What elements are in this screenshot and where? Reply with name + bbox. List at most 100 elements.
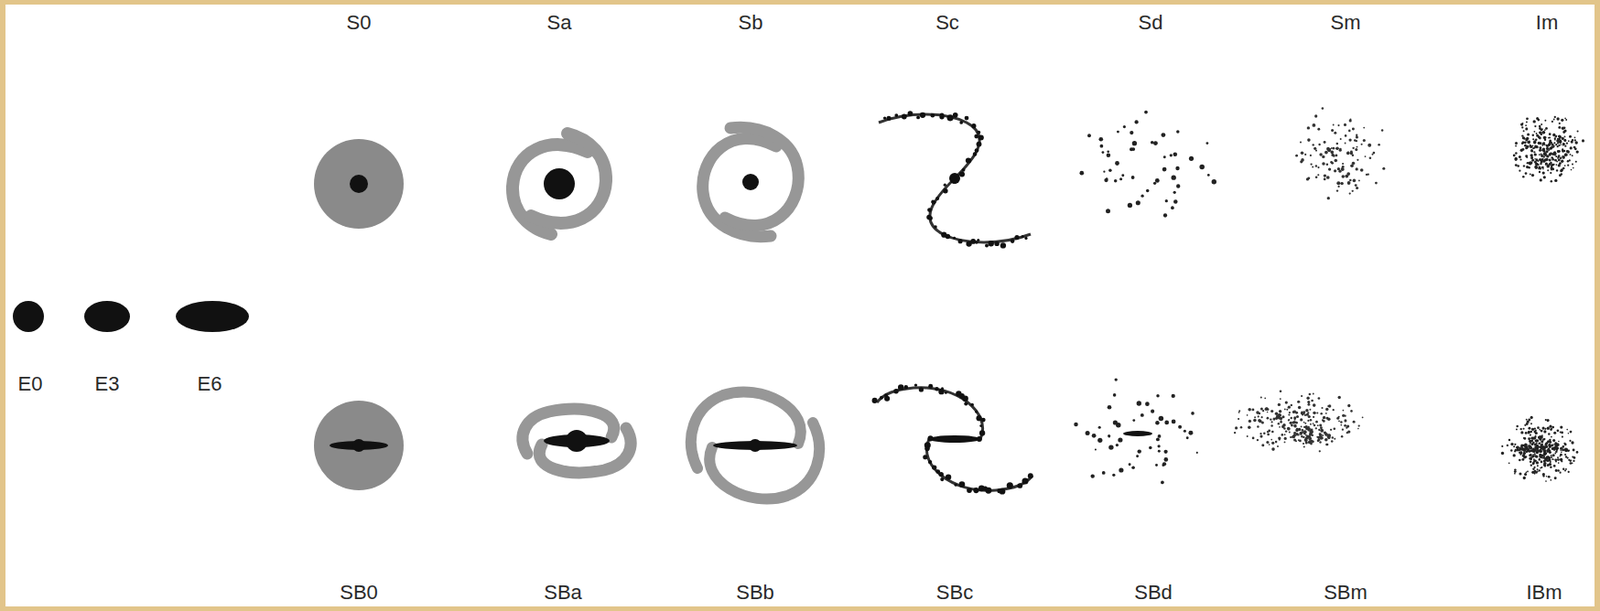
star-dot <box>1309 430 1313 433</box>
star-dot <box>966 158 972 163</box>
star-dot <box>945 234 951 239</box>
star-dot <box>1514 151 1517 154</box>
star-dot <box>1544 464 1546 467</box>
star-dot <box>972 487 979 494</box>
star-dot <box>1094 448 1097 451</box>
star-dot <box>1287 413 1290 416</box>
star-dot <box>1299 140 1302 143</box>
star-dot <box>1535 446 1539 451</box>
star-dot <box>1169 153 1173 157</box>
star-dot <box>1513 154 1516 158</box>
star-dot <box>1540 435 1543 438</box>
star-dot <box>1564 153 1568 157</box>
star-dot <box>1557 126 1561 130</box>
star-dot <box>1314 114 1318 118</box>
type-label: Sc <box>935 11 960 34</box>
star-dot <box>1561 148 1564 151</box>
star-dot <box>1563 142 1566 145</box>
star-dot <box>1271 447 1276 452</box>
star-dot <box>1299 432 1303 436</box>
star-dot <box>1275 441 1278 444</box>
star-dot <box>1539 162 1542 165</box>
star-dot <box>1564 164 1567 167</box>
star-dot <box>1340 182 1343 185</box>
star-dot <box>1264 397 1266 400</box>
star-dot <box>1360 168 1364 173</box>
star-dot <box>1319 412 1323 416</box>
star-dot <box>1293 438 1297 442</box>
spiral-arms <box>522 409 631 473</box>
star-dot <box>1538 153 1541 156</box>
star-dot <box>1346 151 1351 156</box>
star-dot <box>1535 435 1537 438</box>
star-dot <box>1540 440 1544 444</box>
star-dot <box>1530 153 1534 157</box>
type-label: E0 <box>18 373 44 396</box>
star-dot <box>1538 125 1542 129</box>
star-dot <box>1256 425 1259 428</box>
star-dot <box>1532 437 1536 441</box>
star-dot <box>1305 409 1309 412</box>
star-dot <box>1286 427 1290 431</box>
star-dot <box>1123 125 1126 129</box>
white-ground <box>5 4 1595 607</box>
star-dot <box>970 238 976 245</box>
star-dot <box>1537 443 1540 445</box>
star-dot <box>1364 155 1367 158</box>
star-dot <box>1524 127 1528 130</box>
star-dot <box>1102 171 1105 173</box>
star-dot <box>1530 416 1534 420</box>
type-label: SBd <box>1134 582 1173 605</box>
star-dot <box>1317 166 1319 169</box>
star-dot <box>1540 446 1544 450</box>
star-dot <box>1264 408 1268 411</box>
star-dot <box>1539 178 1543 182</box>
star-dot <box>1312 393 1315 396</box>
irregular-stars <box>1513 116 1585 184</box>
star-dot <box>1307 138 1311 142</box>
star-dot <box>1548 444 1553 449</box>
star-dot <box>1317 173 1319 176</box>
star-dot <box>1549 162 1553 165</box>
star-dot <box>1308 393 1312 397</box>
star-dot <box>1288 431 1291 433</box>
star-dot <box>1257 419 1262 423</box>
star-dot <box>1542 130 1546 134</box>
star-dot <box>1315 164 1318 167</box>
star-dot <box>1555 155 1557 158</box>
star-dot <box>1538 429 1541 432</box>
star-dot <box>1349 193 1352 195</box>
star-dot <box>1307 126 1310 130</box>
star-dot <box>962 168 966 173</box>
star-dot <box>1542 141 1546 145</box>
star-dot <box>1526 162 1529 164</box>
star-dot <box>1196 452 1199 455</box>
star-dot <box>1553 141 1556 144</box>
star-dot <box>1342 410 1345 412</box>
star-dot <box>1554 154 1557 157</box>
star-dot <box>1520 448 1524 452</box>
star-dot <box>1320 430 1323 433</box>
star-dot <box>928 216 933 221</box>
star-dot <box>1545 149 1548 152</box>
spiral-arms <box>1079 110 1217 218</box>
star-dot <box>1281 425 1285 429</box>
star-dot <box>1515 446 1519 450</box>
star-dot <box>1302 443 1305 445</box>
star-dot <box>1562 142 1565 145</box>
star-dot <box>943 183 947 187</box>
elliptical-galaxy <box>175 301 249 333</box>
star-dot <box>1556 169 1558 172</box>
star-dot <box>1531 159 1535 163</box>
star-dot <box>1102 151 1105 154</box>
star-dot <box>947 114 954 121</box>
star-dot <box>1534 453 1536 455</box>
star-dot <box>1156 437 1160 442</box>
star-dot <box>1105 208 1111 214</box>
star-dot <box>1293 424 1297 428</box>
star-dot <box>1278 426 1281 429</box>
star-dot <box>1345 427 1348 430</box>
star-dot <box>933 225 938 229</box>
star-dot <box>1530 150 1534 153</box>
star-dot <box>1178 425 1182 430</box>
